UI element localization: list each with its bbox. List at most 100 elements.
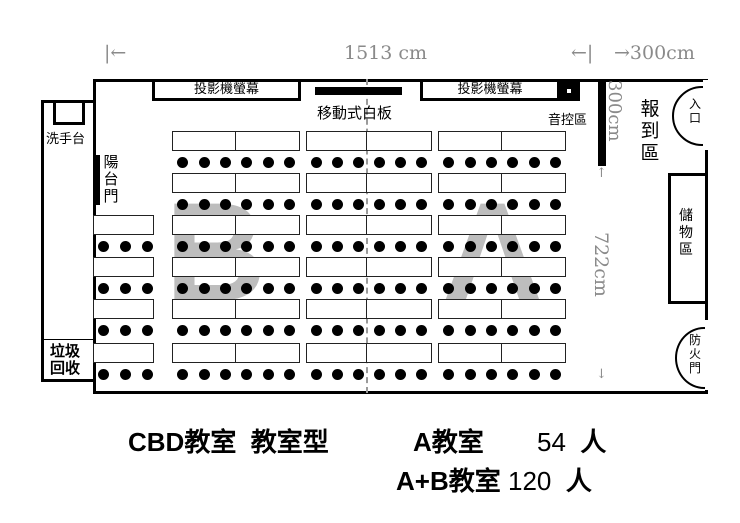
desk (235, 257, 300, 277)
storage-label: 儲物區 (679, 208, 693, 258)
desk (172, 173, 236, 193)
caption-line-1: CBD教室 教室型 (128, 422, 329, 459)
seat (199, 157, 210, 168)
seat (353, 241, 364, 252)
classroom-floor (93, 79, 708, 394)
room-name: CBD教室 (128, 427, 237, 457)
seat (199, 241, 210, 252)
recycling-label: 垃圾回收 (50, 342, 81, 377)
seat (241, 199, 252, 210)
seat (98, 283, 109, 294)
seat (220, 283, 231, 294)
seat (374, 325, 385, 336)
corridor-depth-label: 300cm (604, 80, 625, 142)
seat (353, 283, 364, 294)
seat (416, 283, 427, 294)
seat (220, 369, 231, 380)
seat (332, 283, 343, 294)
whiteboard-bar (315, 87, 402, 95)
ab-room-capacity: A+B教室 120 人 (396, 461, 592, 498)
seat (98, 241, 109, 252)
door-mask-bottom (705, 320, 740, 390)
seat (220, 241, 231, 252)
seat (311, 325, 322, 336)
seat (550, 283, 561, 294)
entrance-label: 入口 (688, 97, 701, 125)
seat (284, 369, 295, 380)
seat (199, 283, 210, 294)
registration-label: 報到區 (640, 98, 660, 164)
seat (263, 199, 274, 210)
seat (199, 325, 210, 336)
audio-control-label: 音控區 (548, 113, 588, 128)
desk (501, 257, 566, 277)
seat (284, 199, 295, 210)
depth-arrow-up: ↑ (596, 166, 607, 181)
desk (366, 343, 432, 363)
corridor-width-label: →300cm (614, 42, 695, 64)
seat (416, 369, 427, 380)
seat (220, 157, 231, 168)
seat (263, 325, 274, 336)
seat (177, 241, 188, 252)
seat (353, 199, 364, 210)
desk (306, 173, 367, 193)
balcony-door-label: 陽台門 (103, 153, 119, 205)
projector-screen-right: 投影機螢幕 (420, 82, 560, 101)
ab-room-divider (366, 79, 368, 393)
seat (374, 241, 385, 252)
seat (443, 283, 454, 294)
audio-console-indicator (567, 89, 571, 93)
seat (120, 325, 131, 336)
desk (438, 343, 502, 363)
seat (120, 369, 131, 380)
seat (529, 199, 540, 210)
desk (235, 131, 300, 151)
seat (263, 369, 274, 380)
desk (366, 215, 432, 235)
seat (241, 157, 252, 168)
seat (465, 283, 476, 294)
a-room-count: 54 (537, 427, 566, 457)
seat (311, 369, 322, 380)
seat (177, 157, 188, 168)
a-room-count-line: 54 人 (537, 422, 606, 459)
seat (177, 199, 188, 210)
seat (177, 283, 188, 294)
room-style: 教室型 (250, 427, 329, 457)
desk (172, 343, 236, 363)
seat (395, 283, 406, 294)
seat (220, 325, 231, 336)
storage-area (668, 173, 706, 304)
desk (93, 343, 154, 363)
seat (353, 369, 364, 380)
seat (374, 283, 385, 294)
seat (395, 199, 406, 210)
desk (172, 215, 236, 235)
seat (507, 369, 518, 380)
seat (550, 325, 561, 336)
seat (284, 283, 295, 294)
seat (443, 369, 454, 380)
seat (486, 199, 497, 210)
seat (395, 241, 406, 252)
desk (501, 131, 566, 151)
desk (366, 131, 432, 151)
desk (235, 173, 300, 193)
desk (438, 215, 502, 235)
desk (235, 215, 300, 235)
seat (507, 157, 518, 168)
seat (443, 157, 454, 168)
room-depth-label: 722cm (590, 232, 612, 297)
seat (353, 325, 364, 336)
seat (241, 325, 252, 336)
seat (332, 157, 343, 168)
seat (311, 241, 322, 252)
seat (529, 157, 540, 168)
desk (501, 215, 566, 235)
width-left-marker: |← (104, 42, 127, 64)
sink-fixture (53, 100, 85, 125)
ab-room-count: 120 (507, 466, 552, 496)
seat (529, 325, 540, 336)
seat (465, 199, 476, 210)
